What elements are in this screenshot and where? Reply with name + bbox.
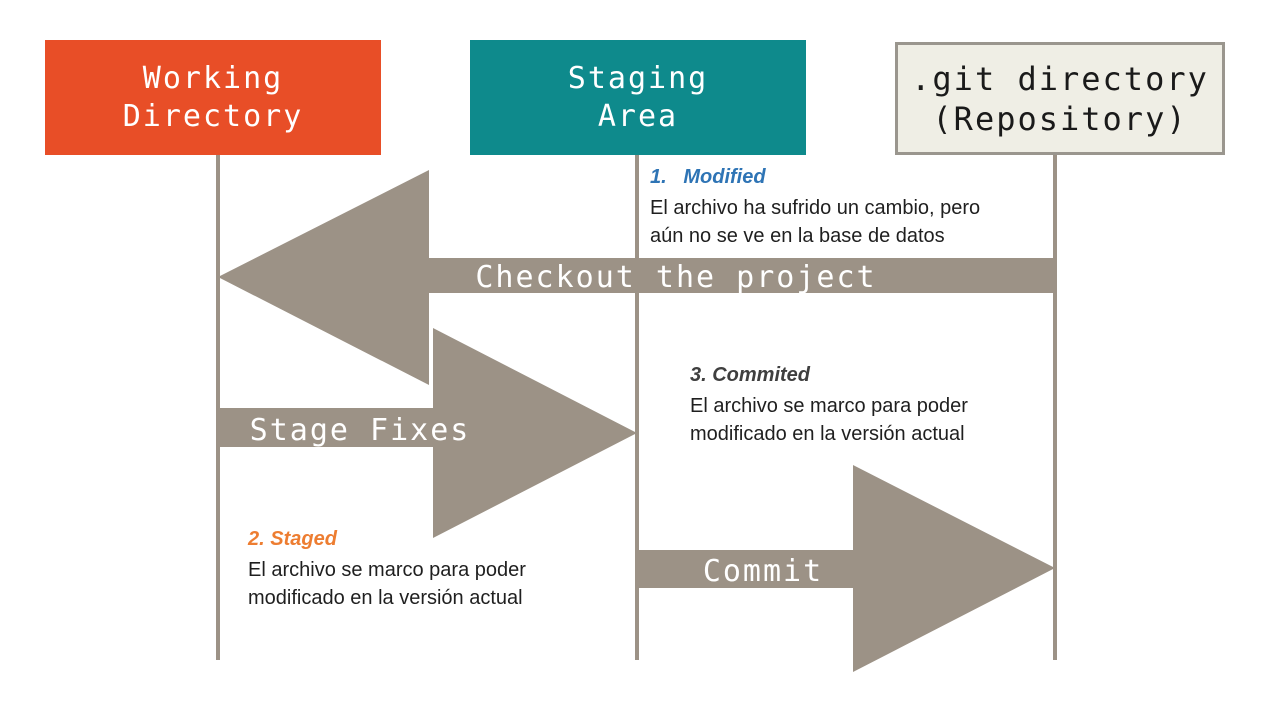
working-directory-lifeline (216, 155, 220, 660)
commit-arrow (638, 465, 1055, 672)
stage-fixes-arrow (216, 328, 637, 538)
commit-arrow-label: Commit (703, 554, 823, 589)
git-directory-lifeline (1053, 155, 1057, 660)
annotation-staged: 2. Staged El archivo se marco para poder… (248, 528, 648, 612)
checkout-arrow (218, 170, 1055, 385)
staging-area-box: Staging Area (470, 40, 806, 155)
staging-area-lifeline (635, 155, 639, 660)
annotation-commited-heading: 3. Commited (690, 364, 811, 386)
annotation-modified-heading: 1. Modified (650, 166, 766, 188)
checkout-arrow-label: Checkout the project (475, 260, 876, 295)
git-directory-box: .git directory (Repository) (895, 42, 1225, 155)
annotation-staged-body: El archivo se marco para poder modificad… (248, 559, 526, 609)
annotation-commited: 3. Commited El archivo se marco para pod… (690, 364, 1090, 448)
annotation-modified: 1. Modified El archivo ha sufrido un cam… (650, 166, 1050, 250)
annotation-modified-body: El archivo ha sufrido un cambio, pero aú… (650, 197, 981, 247)
annotation-staged-heading: 2. Staged (248, 528, 337, 550)
working-directory-box: Working Directory (45, 40, 381, 155)
annotation-commited-body: El archivo se marco para poder modificad… (690, 395, 968, 445)
stage-fixes-arrow-label: Stage Fixes (250, 413, 471, 448)
